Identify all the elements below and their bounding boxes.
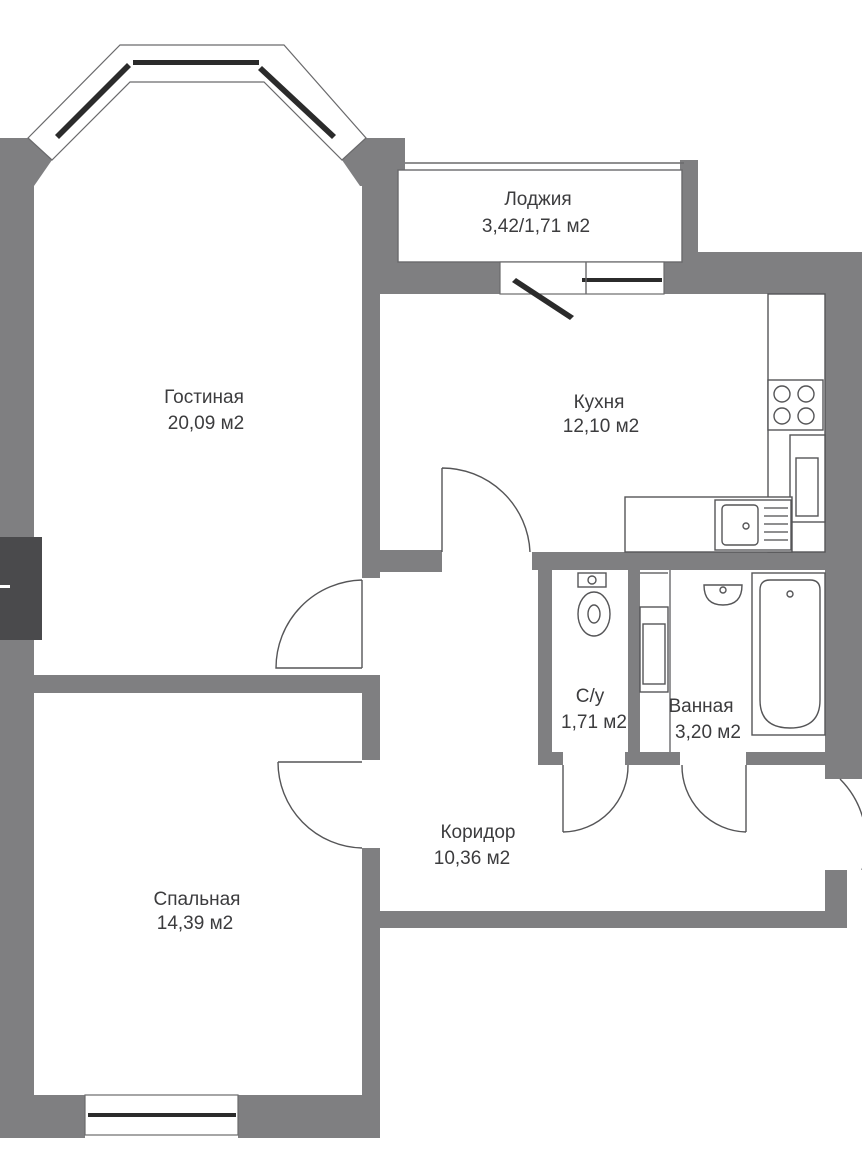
room-living-name: Гостиная xyxy=(164,387,244,408)
bathtub-drain xyxy=(786,590,794,598)
kitchen-fixtures xyxy=(624,293,826,553)
door-bath xyxy=(681,764,747,833)
radiator-bath-inner xyxy=(642,623,666,685)
radiator-kitchen-inner xyxy=(795,457,819,517)
wc-fixtures xyxy=(577,572,611,637)
doors xyxy=(275,467,862,870)
walls xyxy=(0,138,862,1138)
room-bedroom-area: 14,39 м2 xyxy=(157,913,233,934)
bedroom-window xyxy=(84,1094,239,1136)
wall-living-bedroom xyxy=(34,675,380,693)
room-bedroom-name: Спальная xyxy=(154,889,241,910)
balcony-door-leaf xyxy=(512,278,574,320)
wall-wc-bottom-right xyxy=(625,752,680,765)
wall-bedroom-bottom-left xyxy=(0,1095,85,1138)
wall-corridor-bottom xyxy=(380,911,847,928)
stove-burner-1 xyxy=(773,385,791,403)
room-kitchen-name: Кухня xyxy=(574,392,625,413)
bath-fixtures xyxy=(639,570,826,752)
minus-icon xyxy=(0,585,10,588)
door-living xyxy=(275,579,363,669)
door-entrance xyxy=(839,778,862,870)
door-bedroom xyxy=(277,761,363,849)
bath-sink xyxy=(703,584,743,606)
wall-kitchen-bath xyxy=(532,552,825,570)
bedroom-window-pane xyxy=(88,1113,236,1117)
wall-bedroom-corridor-bottom xyxy=(362,848,380,1138)
toilet-bowl-inner xyxy=(587,604,601,624)
bathtub-inner xyxy=(759,579,821,729)
room-corridor-name: Коридор xyxy=(440,822,515,843)
bay-window-pane-left xyxy=(55,63,131,139)
bay-window-pane-right xyxy=(258,66,336,139)
room-loggia-name: Лоджия xyxy=(504,189,571,210)
wall-bath-bottom xyxy=(746,752,836,765)
stove-burner-4 xyxy=(797,407,815,425)
wall-wc-bottom-left xyxy=(538,752,563,765)
room-bath-name: Ванная xyxy=(668,696,733,717)
wall-bedroom-corridor-top xyxy=(362,675,380,760)
toilet-flush xyxy=(587,575,597,585)
wall-wc-bath xyxy=(628,570,640,765)
room-living-area: 20,09 м2 xyxy=(168,413,244,434)
loggia-outline xyxy=(397,162,684,263)
balcony-window-pane xyxy=(582,278,662,282)
room-wc-name: С/у xyxy=(576,686,605,707)
kitchen-sink-bowl xyxy=(721,504,759,546)
bay-window-frame xyxy=(27,44,367,161)
wall-kitchen-corridor-left xyxy=(362,550,442,572)
room-bath-area: 3,20 м2 xyxy=(675,722,741,743)
kitchen-sink-drain xyxy=(742,522,750,530)
wall-loggia-right xyxy=(680,160,698,294)
room-kitchen-area: 12,10 м2 xyxy=(563,416,639,437)
wall-wc-left xyxy=(538,570,552,765)
bath-sink-drain xyxy=(719,586,727,594)
stove-burner-2 xyxy=(797,385,815,403)
room-corridor-area: 10,36 м2 xyxy=(434,848,510,869)
kitchen-balcony-door xyxy=(499,261,665,320)
bay-window xyxy=(27,44,367,161)
wall-bedroom-bottom-right xyxy=(238,1095,380,1138)
wall-bay-left-corner xyxy=(0,138,52,186)
wall-loggia-bottom-left xyxy=(380,262,500,294)
bay-window-pane-center xyxy=(133,60,259,65)
room-loggia-area: 3,42/1,71 м2 xyxy=(482,216,590,237)
room-wc-area: 1,71 м2 xyxy=(561,712,627,733)
door-kitchen xyxy=(441,467,531,553)
room-labels: Лоджия 3,42/1,71 м2 Гостиная 20,09 м2 Ку… xyxy=(154,189,741,934)
loggia-frame xyxy=(397,169,683,263)
wall-right xyxy=(825,252,862,779)
door-wc xyxy=(562,764,629,833)
stove-burner-3 xyxy=(773,407,791,425)
side-tab[interactable] xyxy=(0,537,42,640)
